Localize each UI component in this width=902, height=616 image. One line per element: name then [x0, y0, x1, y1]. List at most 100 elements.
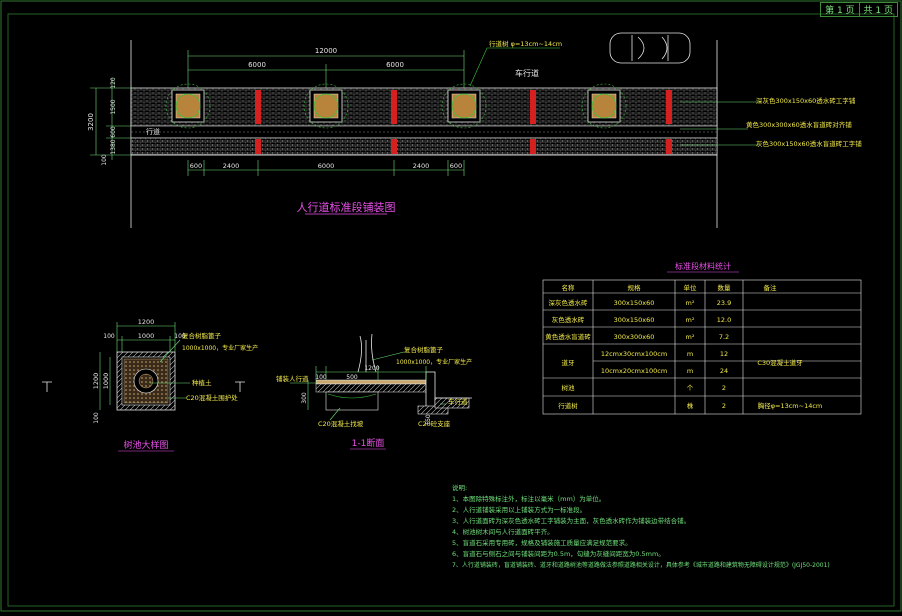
material-table: 标准段材料统计 名称 规格 单位 数量 备注 — [542, 261, 862, 415]
cell-r7-qty: 2 — [722, 402, 726, 410]
th-unit: 单位 — [684, 283, 698, 292]
cell-r5-spec: 10cmx20cmx100cm — [601, 367, 667, 375]
pit-dim-right-edge: 100 — [174, 333, 186, 340]
pit-dim-left-edge: 100 — [103, 333, 115, 340]
cell-r4-qty: 12 — [720, 350, 728, 358]
cell-r7-note: 胸径φ=13cm~14cm — [758, 401, 823, 410]
pit-dim-bottom: 100 — [93, 412, 100, 424]
th-qty: 数量 — [718, 283, 732, 292]
car-icon — [609, 32, 691, 64]
tree-pit-4 — [581, 83, 627, 129]
sec-dim-3: 1200 — [364, 365, 379, 372]
cell-r3-name: 黄色透水盲道砖 — [545, 332, 591, 341]
tree-callout: 行道树 φ=13cm~14cm — [489, 39, 562, 48]
cell-r1-qty: 23.9 — [717, 299, 731, 307]
sec-dim-4: 300 — [301, 392, 308, 404]
pit-dim-inner: 1000 — [138, 332, 155, 340]
plan-view: 12000 6000 6000 600 2400 6000 2400 600 — [87, 32, 862, 228]
pit-dim-height-outer: 1200 — [92, 373, 100, 390]
dim-bottom-5: 600 — [450, 162, 462, 170]
sec-label-support: C20砼支座 — [418, 419, 451, 428]
cell-r2-qty: 12.0 — [717, 316, 731, 324]
page-current: 第 1 页 — [825, 6, 855, 16]
section-title: 1-1断面 — [352, 437, 385, 449]
red-markers — [255, 90, 672, 154]
pit-label-grate: 复合树脂篦子 — [182, 331, 222, 340]
pit-title: 树池大样图 — [123, 439, 168, 451]
cell-r6-name: 树池 — [562, 383, 576, 392]
sec-dim-2: 500 — [346, 374, 358, 381]
th-name: 名称 — [562, 283, 576, 292]
note-7: 7、人行道铺装砖，盲道铺装砖、道牙和道路树池等道路做法参照道路相关设计，具体参考… — [452, 561, 830, 569]
cell-r1-spec: 300x150x60 — [614, 299, 655, 307]
note-4: 4、树池树木间与人行道面砖平齐。 — [452, 527, 554, 536]
cell-r6-unit: 个 — [687, 384, 694, 392]
pit-label-grate-spec: 1000x1000，专业厂家生产 — [182, 344, 258, 352]
sec-label-walk: 铺装人行道 — [276, 374, 309, 383]
dim-left-3: 600 — [110, 126, 117, 138]
sec-label-grate: 复合树脂篦子 — [404, 345, 444, 354]
bottom-dimensions — [187, 160, 465, 176]
plan-title: 人行道标准段铺装图 — [297, 200, 396, 214]
cell-r4-spec: 12cmx30cmx100cm — [601, 350, 667, 358]
main-paving-band — [130, 87, 718, 127]
cell-r7-unit: 株 — [687, 401, 694, 410]
cell-r3-qty: 7.2 — [719, 333, 729, 341]
th-spec: 规格 — [628, 283, 642, 292]
lower-paving-band — [130, 137, 718, 156]
sec-dim-1: 100 — [315, 374, 327, 381]
cell-r1-unit: m² — [686, 299, 695, 307]
note-6: 6、盲道石与侧石之间与铺装间距为0.5m，勾缝为灰缝间距宽为0.5mm。 — [452, 549, 665, 558]
sec-dim-5: 150 — [425, 414, 432, 426]
left-dimensions — [90, 78, 131, 160]
tree-pit-3 — [441, 83, 487, 129]
cell-r2-name: 灰色透水砖 — [552, 315, 585, 324]
tree-pit-detail: 1200 1000 100 100 1200 1000 100 复合树脂篦子 1… — [42, 318, 258, 452]
walk-label: 行道 — [146, 127, 160, 136]
section-1-1: 100 500 1200 300 150 复合树脂篦子 1000x1000，专业… — [276, 333, 472, 450]
dim-top-left: 6000 — [248, 61, 266, 69]
sec-label-base: C20混凝土找坡 — [318, 419, 364, 428]
pit-label-concrete: C20混凝土围护处 — [186, 393, 238, 402]
sec-label-road: 车行道 — [448, 397, 468, 406]
note-3: 3、人行道面砖为深灰色透水砖工字铺装为主面，灰色透水砖作为铺装边带结合铺。 — [452, 516, 690, 525]
dim-bottom-3: 6000 — [318, 162, 335, 170]
dim-bottom-4: 2400 — [413, 162, 430, 170]
cell-r3-unit: m² — [686, 333, 695, 341]
road-label: 车行道 — [515, 68, 539, 78]
notes-title: 说明: — [452, 483, 467, 492]
tree-pit-2 — [303, 83, 349, 129]
callout-dark-grey: 深灰色300x150x60透水砖工字铺 — [756, 96, 856, 105]
notes: 说明: 1、本图除特殊标注外，标注以毫米（mm）为单位。 2、人行道铺装采用以上… — [452, 483, 830, 569]
sec-label-grate-spec: 1000x1000，专业厂家生产 — [396, 358, 472, 366]
cell-r7-name: 行道树 — [558, 401, 578, 410]
callout-yellow: 黄色300x300x60透水盲道砖对齐铺 — [746, 120, 852, 129]
dim-left-total: 3200 — [87, 113, 95, 131]
note-1: 1、本图除特殊标注外，标注以毫米（mm）为单位。 — [452, 494, 605, 503]
dim-bottom-1: 600 — [190, 162, 202, 170]
cell-r6-qty: 2 — [722, 384, 726, 392]
pit-dim-outer: 1200 — [138, 318, 155, 326]
th-note: 备注 — [764, 283, 778, 292]
dim-left-5: 100 — [101, 154, 108, 166]
pit-label-soil: 种植土 — [192, 378, 212, 387]
page-info: 第 1 页 共 1 页 — [820, 2, 898, 17]
pit-dim-height-inner: 1000 — [102, 373, 110, 390]
dim-left-1: 120 — [110, 77, 117, 89]
dim-left-4: 1380 — [110, 139, 117, 154]
note-2: 2、人行道铺装采用以上铺装方式为一标准段。 — [452, 505, 586, 514]
cell-r5-qty: 24 — [720, 367, 728, 375]
tree-pit-1 — [165, 83, 211, 129]
cell-r2-spec: 300x150x60 — [614, 316, 655, 324]
dim-top-total: 12000 — [315, 47, 337, 55]
cell-r4-unit: m — [687, 350, 693, 358]
cell-r2-unit: m² — [686, 316, 695, 324]
callout-grey: 灰色300x150x60透水盲道砖工字铺 — [756, 139, 862, 148]
cell-r5-unit: m — [687, 367, 693, 375]
table-title: 标准段材料统计 — [675, 261, 731, 271]
cell-r4-name: 道牙 — [562, 358, 576, 367]
dim-left-2: 1500 — [110, 99, 117, 114]
page-total: 共 1 页 — [858, 3, 897, 16]
